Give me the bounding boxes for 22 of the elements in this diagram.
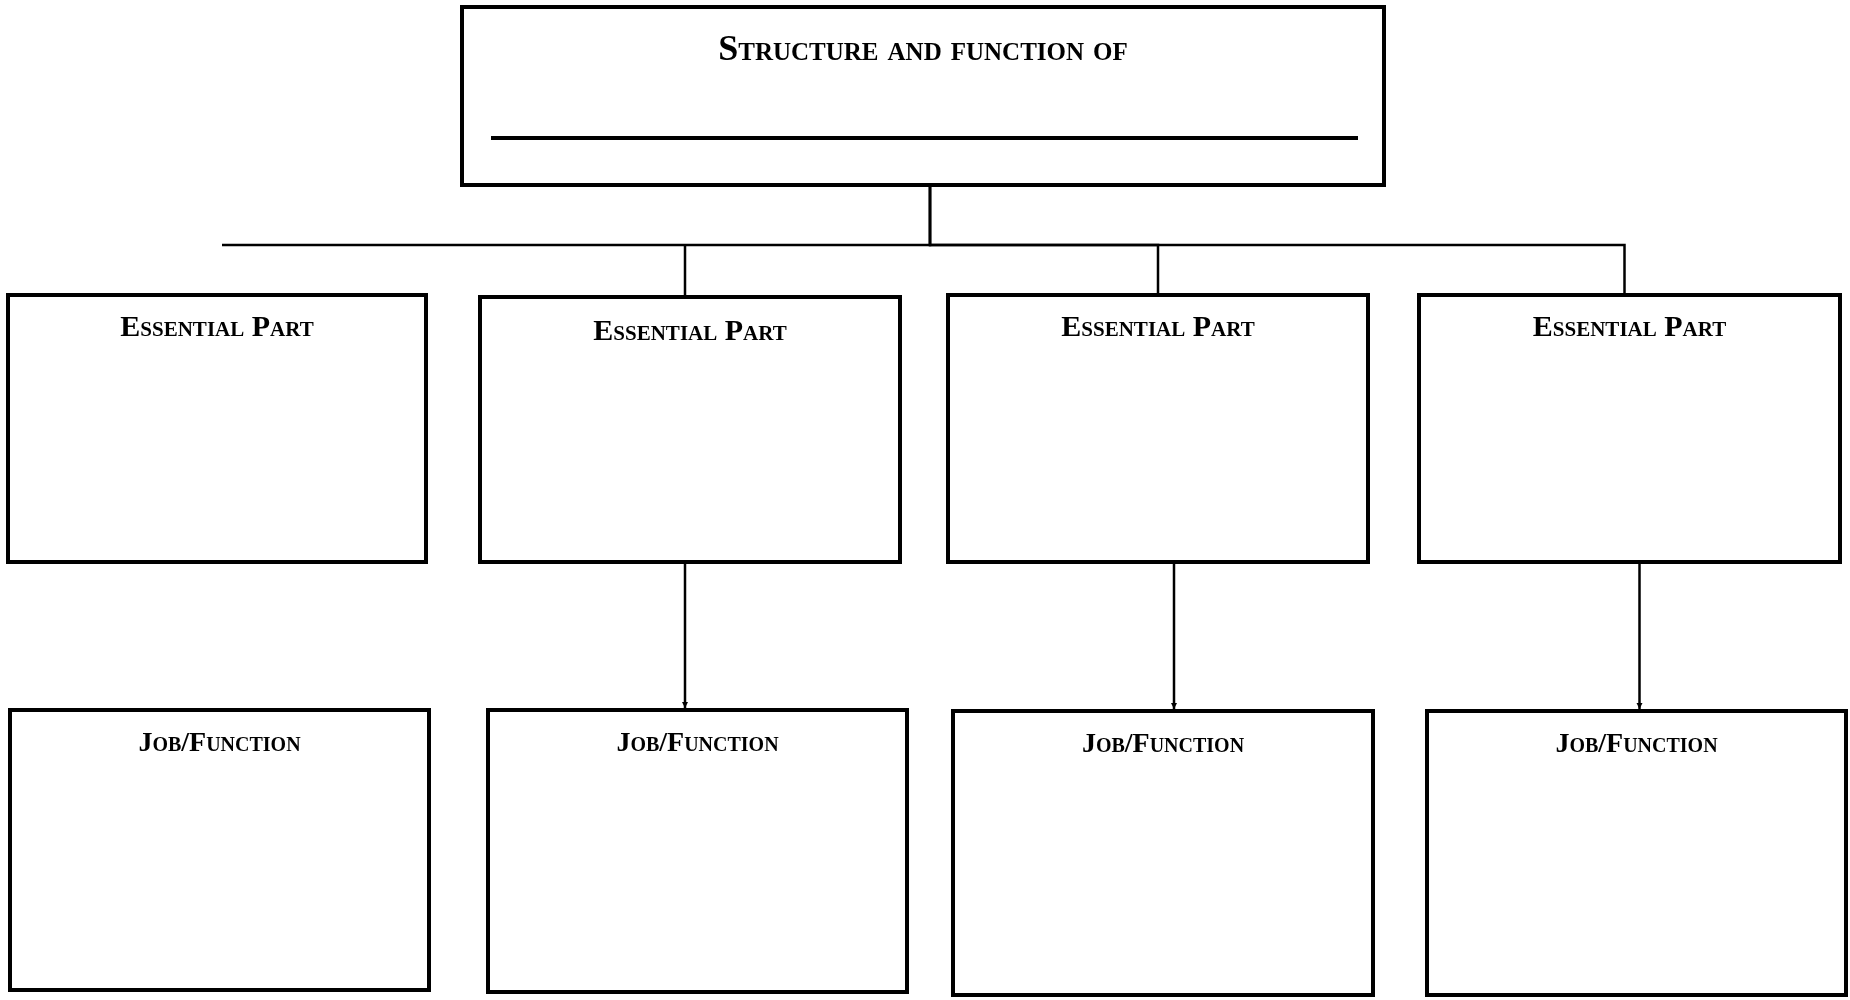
box-heading: Essential Part bbox=[1061, 309, 1255, 343]
arrow bbox=[1636, 564, 1643, 709]
process-box bbox=[486, 708, 909, 994]
box-heading: Essential Part bbox=[593, 313, 787, 347]
process-box bbox=[951, 709, 1375, 997]
arrow bbox=[1171, 564, 1177, 709]
box-heading: Job/Function bbox=[138, 726, 301, 758]
title-text: Structure and function of bbox=[718, 27, 1128, 69]
box-heading: Job/Function bbox=[616, 726, 779, 758]
arrow bbox=[682, 564, 688, 708]
process-box bbox=[1425, 709, 1848, 997]
box-heading: Job/Function bbox=[1081, 727, 1245, 759]
box-heading: Essential Part bbox=[1532, 309, 1727, 343]
title-box bbox=[460, 5, 1386, 187]
process-box bbox=[478, 295, 902, 564]
process-box bbox=[1417, 293, 1842, 564]
connector-line bbox=[928, 187, 1626, 293]
box-heading: Essential Part bbox=[120, 309, 314, 343]
box-heading: Job/Function bbox=[1555, 727, 1718, 759]
process-box bbox=[6, 293, 428, 564]
process-box bbox=[8, 708, 431, 992]
process-box bbox=[946, 293, 1370, 564]
